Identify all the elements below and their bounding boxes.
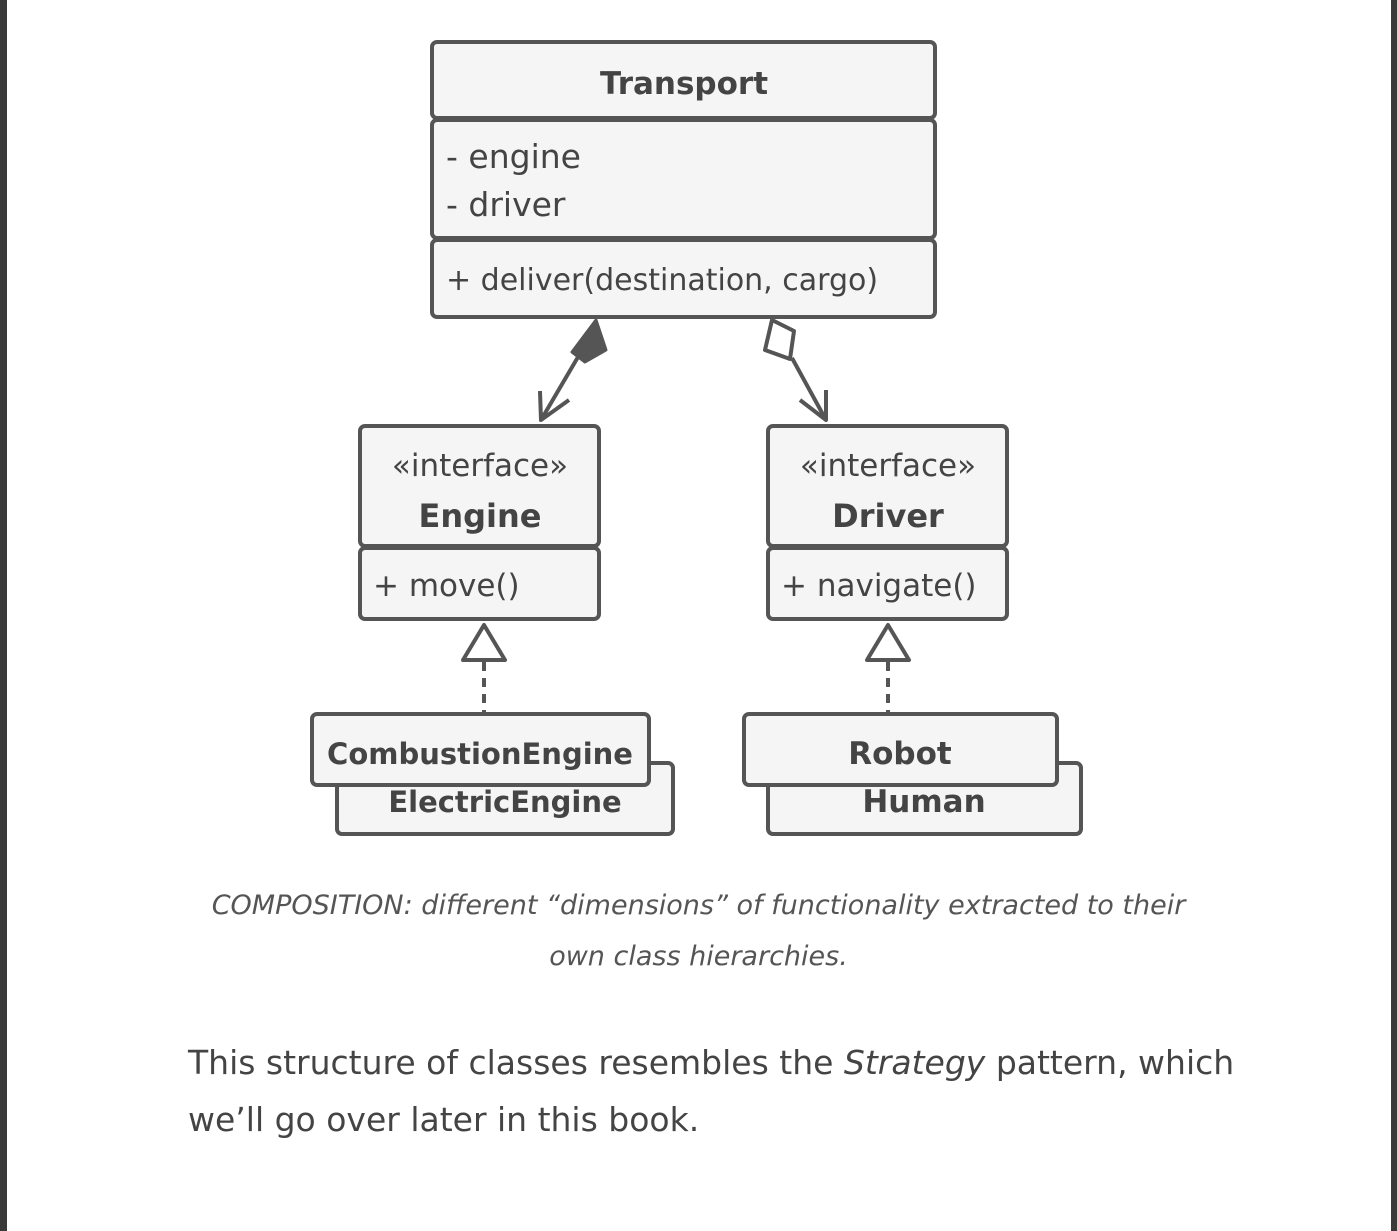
combustion-engine-name: CombustionEngine xyxy=(327,737,633,771)
composition-arrow xyxy=(538,318,608,422)
caption-line: own class hierarchies. xyxy=(549,941,848,972)
robot-box xyxy=(742,712,1059,787)
combustion-engine-box xyxy=(310,712,651,787)
caption-line: COMPOSITION: different “dimensions” of f… xyxy=(211,890,1186,921)
hollow-diamond-icon xyxy=(763,318,796,361)
robot-name: Robot xyxy=(848,736,952,772)
open-arrowhead-icon xyxy=(798,390,828,422)
transport-class xyxy=(430,40,937,319)
hollow-triangle-icon xyxy=(461,623,507,662)
figure-caption: COMPOSITION: different “dimensions” of f… xyxy=(180,880,1217,982)
electric-engine-name: ElectricEngine xyxy=(388,785,621,819)
body-text-end: pattern, which we’ll go over later in th… xyxy=(188,1043,1235,1139)
driver-methods-box xyxy=(766,546,1009,621)
engine-interface xyxy=(358,424,601,621)
transport-field: - engine xyxy=(446,137,581,176)
filled-diamond-icon xyxy=(570,318,608,364)
body-paragraph: This structure of classes resembles the … xyxy=(188,1034,1238,1148)
hollow-triangle-icon xyxy=(865,623,911,662)
engine-stereotype: «interface» xyxy=(392,448,568,484)
class-diagram: Transport - engine - driver + deliver(de… xyxy=(310,40,1083,836)
transport-methods-box xyxy=(430,238,937,319)
transport-field: - driver xyxy=(446,185,566,224)
right-border xyxy=(1391,0,1397,1231)
engine-name: Engine xyxy=(419,497,542,535)
composition-line xyxy=(539,355,580,422)
human-name: Human xyxy=(862,784,985,820)
aggregation-arrow xyxy=(763,318,828,422)
body-text-start: This structure of classes resembles the xyxy=(188,1043,844,1082)
engine-realization-arrow xyxy=(461,623,507,712)
open-arrowhead-icon xyxy=(538,390,571,422)
transport-method: + deliver(destination, cargo) xyxy=(446,263,878,298)
driver-realization-arrow xyxy=(865,623,911,712)
driver-method: + navigate() xyxy=(781,568,977,604)
aggregation-line xyxy=(790,357,828,421)
left-border xyxy=(0,0,7,1231)
engine-method: + move() xyxy=(373,568,520,604)
strategy-emphasis: Strategy xyxy=(843,1043,986,1082)
engine-methods-box xyxy=(358,546,601,621)
driver-interface xyxy=(766,424,1009,621)
driver-stereotype: «interface» xyxy=(800,448,976,484)
transport-name: Transport xyxy=(600,66,768,102)
driver-name: Driver xyxy=(832,497,944,535)
